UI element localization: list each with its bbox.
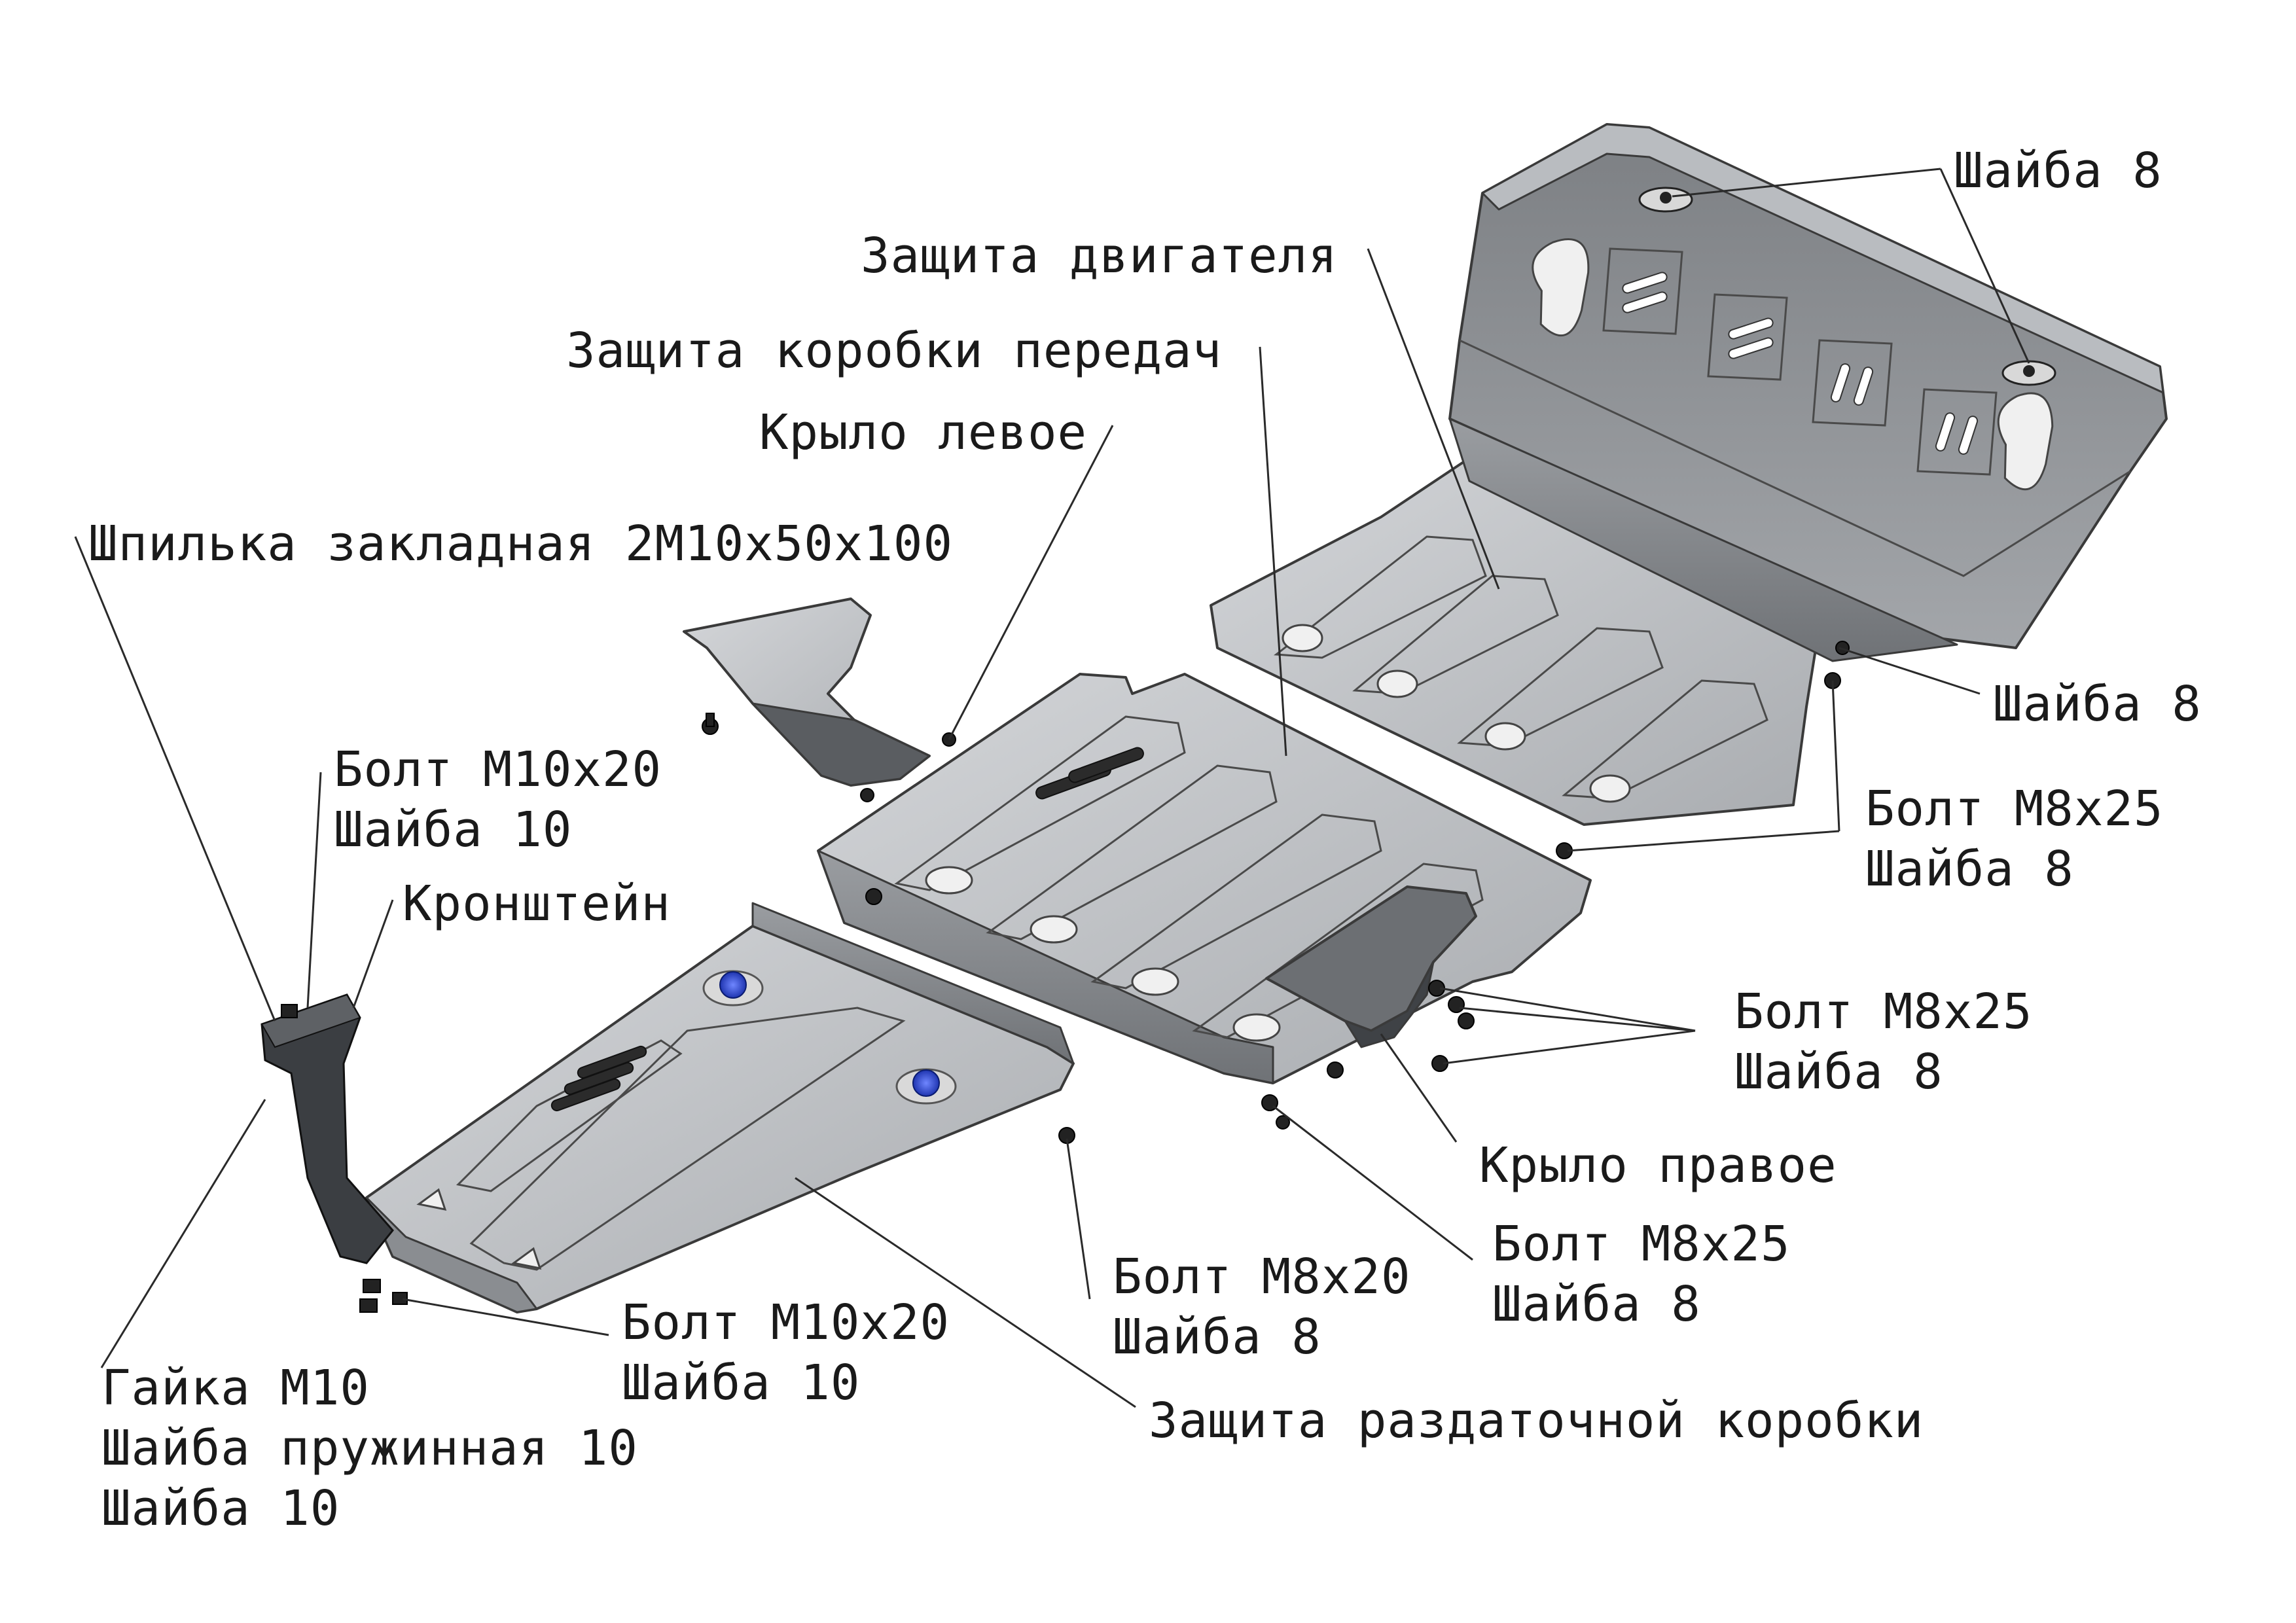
engine-guard-plate [1448,123,2168,649]
bracket-part [260,993,394,1264]
label-transfer-case-guard: Защита раздаточной коробки [1149,1393,1924,1449]
nut-icon [392,1292,408,1305]
washer-8-icon [2001,360,2056,386]
label-washer-8-top: Шайба 8 [1954,143,2162,199]
nut-icon [363,1279,381,1293]
label-bolt-m8x25-middle: Болт М8х25 Шайба 8 [1734,984,2033,1100]
bolt-icon [1448,996,1465,1013]
label-bolt-m8x25-lower: Болт М8х25 Шайба 8 [1492,1216,1791,1332]
label-left-wing: Крыло левое [759,404,1088,461]
label-bolt-m8x25-upper: Болт М8х25 Шайба 8 [1865,781,2164,897]
label-bolt-m8x20: Болт М8х20 Шайба 8 [1113,1249,1411,1365]
right-wing-part [1265,885,1477,1048]
bolt-icon [860,788,874,802]
label-right-wing: Крыло правое [1479,1137,1837,1194]
threaded-stud-icon [895,1068,957,1105]
bolt-icon [702,713,719,735]
label-bolt-m10x20-lower: Болт М10х20 Шайба 10 [622,1294,950,1411]
engine-guard-rear-section [1210,418,1958,826]
label-bracket: Кронштейн [403,876,671,932]
washer-8-icon [1638,187,1693,213]
leader-lines [74,168,2030,1408]
label-engine-guard: Защита двигателя [861,228,1338,284]
bolt-icon [1458,1012,1475,1029]
nut-icon [359,1298,378,1313]
bolt-icon [865,888,882,905]
label-embedded-stud: Шпилька закладная 2М10х50х100 [88,516,954,572]
left-wing-part [683,597,931,787]
bolt-icon [1835,641,1850,655]
threaded-stud-icon [702,970,764,1007]
bolt-icon [1276,1115,1290,1130]
label-nut-m10-group: Гайка М10 Шайба пружинная 10 Шайба 10 [101,1360,638,1537]
label-gearbox-guard: Защита коробки передач [566,323,1223,379]
nut-icon [281,1004,298,1018]
label-bolt-m10x20-upper: Болт М10х20 Шайба 10 [334,741,662,858]
label-washer-8-right: Шайба 8 [1993,676,2202,732]
bolt-icon [1327,1061,1344,1079]
transfer-case-guard-plate [365,902,1075,1313]
